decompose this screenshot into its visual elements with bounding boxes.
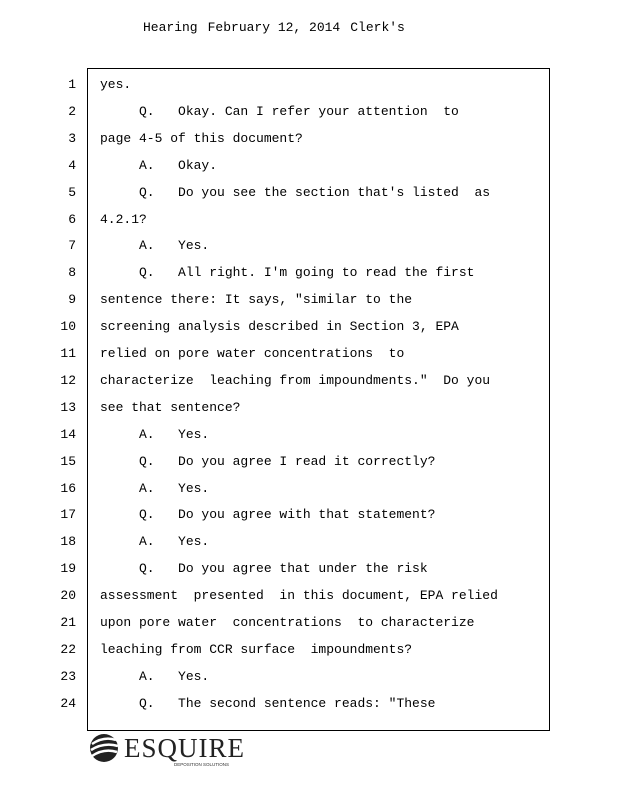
line-number: 24 xyxy=(60,695,76,711)
transcript-line: relied on pore water concentrations to xyxy=(100,346,405,361)
transcript-line: see that sentence? xyxy=(100,399,241,415)
transcript-line: A. Okay. xyxy=(100,157,218,173)
line-number: 11 xyxy=(60,346,76,361)
line-number: 4 xyxy=(68,157,76,173)
transcript-line: upon pore water concentrations to charac… xyxy=(100,615,475,630)
line-number: 6 xyxy=(68,211,76,227)
transcript-line: Q. All right. I'm going to read the firs… xyxy=(100,265,475,281)
transcript-line: 4.2.1? xyxy=(100,211,147,227)
globe-icon xyxy=(90,734,119,762)
transcript-line: screening analysis described in Section … xyxy=(100,319,459,335)
logo-tagline: DEPOSITION SOLUTIONS xyxy=(174,762,229,767)
line-number: 8 xyxy=(68,265,76,281)
transcript-line: Q. Do you agree that under the risk xyxy=(100,561,428,577)
transcript-line: A. Yes. xyxy=(100,668,210,684)
line-number: 16 xyxy=(60,480,76,496)
line-number: 22 xyxy=(60,641,76,657)
line-number: 14 xyxy=(60,426,76,442)
line-number: 7 xyxy=(68,238,76,254)
transcript-line: A. Yes. xyxy=(100,480,210,496)
header-text: Clerk's xyxy=(350,20,405,35)
line-number: 23 xyxy=(60,668,76,684)
line-number: 3 xyxy=(68,130,76,146)
page-header: Hearing February 12, 2014 Clerk's xyxy=(143,20,405,35)
logo-wordmark: ESQUIRE xyxy=(124,733,244,763)
line-number: 1 xyxy=(68,77,76,92)
line-number: 20 xyxy=(60,588,76,604)
line-number: 2 xyxy=(68,103,76,119)
header-text: Hearing xyxy=(143,20,198,35)
transcript-line: sentence there: It says, "similar to the xyxy=(100,292,413,308)
transcript-line: Q. Do you agree I read it correctly? xyxy=(100,453,436,469)
transcript-line: A. Yes. xyxy=(100,238,210,254)
line-number: 21 xyxy=(60,615,76,630)
line-number: 10 xyxy=(60,319,76,335)
line-number: 12 xyxy=(60,372,76,388)
line-number: 5 xyxy=(68,184,76,200)
transcript-line: Q. Okay. Can I refer your attention to xyxy=(100,103,459,119)
line-number: 13 xyxy=(60,399,76,415)
transcript-line: yes. xyxy=(100,77,132,92)
esquire-logo: ESQUIRE DEPOSITION SOLUTIONS xyxy=(90,733,244,767)
transcript-line: A. Yes. xyxy=(100,426,210,442)
transcript-line: characterize leaching from impoundments.… xyxy=(100,372,491,388)
line-number: 17 xyxy=(60,507,76,523)
line-number: 15 xyxy=(60,453,76,469)
line-number: 19 xyxy=(60,561,76,577)
transcript-line: Q. Do you agree with that statement? xyxy=(100,507,436,523)
transcript-line: Q. The second sentence reads: "These xyxy=(100,695,436,711)
header-text: February 12, 2014 xyxy=(207,20,341,35)
transcript-line: A. Yes. xyxy=(100,534,210,550)
transcript-box xyxy=(87,68,550,731)
transcript-line: page 4-5 of this document? xyxy=(100,130,303,146)
transcript-line: Q. Do you see the section that's listed … xyxy=(100,184,491,200)
transcript-line: leaching from CCR surface impoundments? xyxy=(100,641,413,657)
transcript-line: assessment presented in this document, E… xyxy=(100,588,498,604)
line-number: 18 xyxy=(60,534,76,550)
line-number: 9 xyxy=(68,292,76,308)
